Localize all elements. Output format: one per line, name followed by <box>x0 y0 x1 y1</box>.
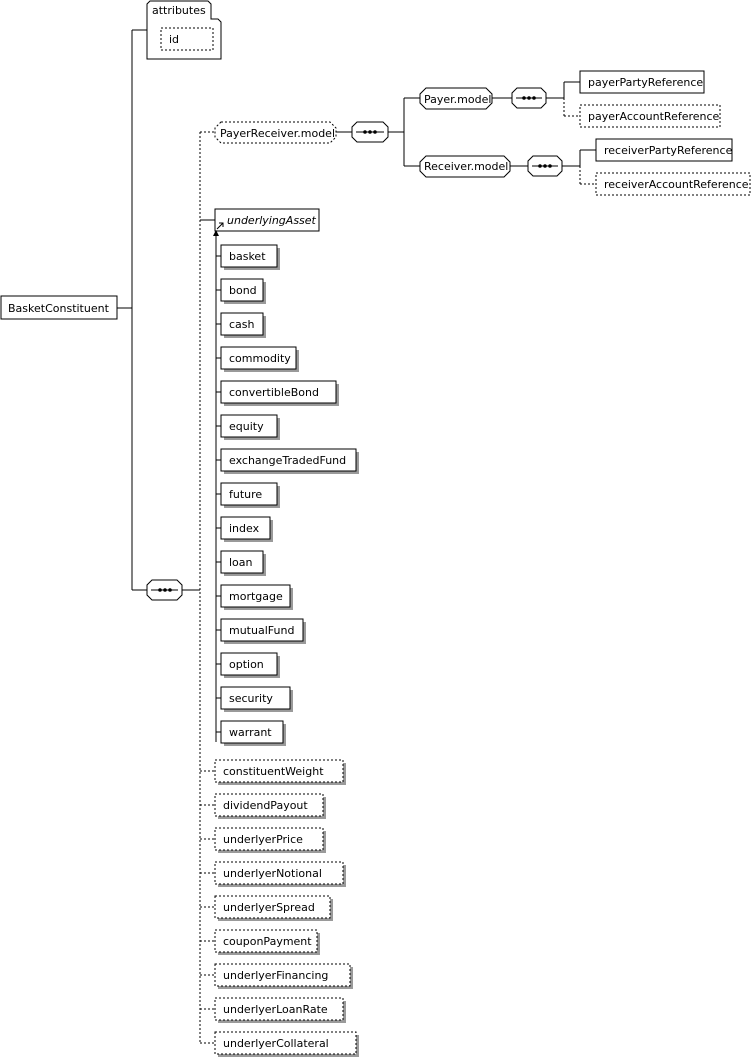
receiver-model-group[interactable]: Receiver.model <box>419 155 511 178</box>
connectors <box>117 29 596 1042</box>
receiver-party-reference-element[interactable]: receiverPartyReference <box>595 138 733 162</box>
payer-account-reference-element[interactable]: payerAccountReference <box>579 104 721 128</box>
element-label: underlyerFinancing <box>223 969 328 982</box>
substitution-arrow-icon <box>213 230 219 236</box>
element-label: dividendPayout <box>223 799 308 812</box>
element-security[interactable]: security <box>220 686 293 712</box>
element-label: underlyerNotional <box>223 867 322 880</box>
payer-model-label: Payer.model <box>424 93 491 106</box>
element-convertibleBond[interactable]: convertibleBond <box>220 380 339 406</box>
receiver-account-reference-element[interactable]: receiverAccountReference <box>595 172 751 196</box>
attributes-label: attributes <box>152 4 206 17</box>
underlying-asset-element[interactable]: underlyingAsset <box>214 208 320 232</box>
element-label: security <box>229 692 273 705</box>
element-label: loan <box>229 556 253 569</box>
element-future[interactable]: future <box>220 482 280 508</box>
element-label: underlyerCollateral <box>223 1037 329 1050</box>
underlying-asset-label: underlyingAsset <box>227 214 317 227</box>
attribute-id: id <box>169 33 179 46</box>
payer-receiver-sequence <box>351 121 389 143</box>
payer-account-reference-label: payerAccountReference <box>588 110 720 123</box>
payer-model-group[interactable]: Payer.model <box>419 87 493 110</box>
optional-connectors <box>200 770 215 1044</box>
payer-receiver-model-label: PayerReceiver.model <box>220 127 335 140</box>
receiver-party-reference-label: receiverPartyReference <box>604 144 733 157</box>
element-label: underlyerPrice <box>223 833 303 846</box>
element-underlyerSpread[interactable]: underlyerSpread <box>214 895 333 921</box>
receiver-account-reference-label: receiverAccountReference <box>604 178 749 191</box>
element-underlyerFinancing[interactable]: underlyerFinancing <box>214 963 353 989</box>
element-underlyerPrice[interactable]: underlyerPrice <box>214 827 326 853</box>
element-label: basket <box>229 250 266 263</box>
payer-sequence <box>511 87 547 109</box>
element-label: bond <box>229 284 257 297</box>
element-dividendPayout[interactable]: dividendPayout <box>214 793 326 819</box>
element-underlyerNotional[interactable]: underlyerNotional <box>214 861 346 887</box>
element-label: mortgage <box>229 590 283 603</box>
element-label: index <box>229 522 260 535</box>
payer-receiver-model-group[interactable]: PayerReceiver.model <box>214 121 337 144</box>
element-basket[interactable]: basket <box>220 244 280 270</box>
receiver-sequence <box>527 155 563 177</box>
substitution-elements: basket bond cash commodity convertibleBond eq… <box>220 244 359 746</box>
element-loan[interactable]: loan <box>220 550 266 576</box>
payer-party-reference-element[interactable]: payerPartyReference <box>579 70 705 94</box>
element-label: mutualFund <box>229 624 294 637</box>
root-element[interactable]: BasketConstituent <box>0 295 118 320</box>
element-option[interactable]: option <box>220 652 280 678</box>
element-label: constituentWeight <box>223 765 324 778</box>
optional-elements: constituentWeight dividendPayout underlyer… <box>214 759 359 1057</box>
element-label: future <box>229 488 262 501</box>
attributes-group: attributes id <box>146 0 222 60</box>
element-label: equity <box>229 420 264 433</box>
element-underlyerLoanRate[interactable]: underlyerLoanRate <box>214 997 346 1023</box>
element-cash[interactable]: cash <box>220 312 266 338</box>
element-mortgage[interactable]: mortgage <box>220 584 293 610</box>
element-equity[interactable]: equity <box>220 414 280 440</box>
element-mutualFund[interactable]: mutualFund <box>220 618 306 644</box>
element-couponPayment[interactable]: couponPayment <box>214 929 320 955</box>
element-underlyerCollateral[interactable]: underlyerCollateral <box>214 1031 359 1057</box>
receiver-model-label: Receiver.model <box>424 160 508 173</box>
element-bond[interactable]: bond <box>220 278 266 304</box>
element-label: commodity <box>229 352 291 365</box>
element-label: underlyerLoanRate <box>223 1003 328 1016</box>
element-label: underlyerSpread <box>223 901 315 914</box>
substitution-connectors <box>216 255 221 733</box>
element-warrant[interactable]: warrant <box>220 720 286 746</box>
payer-party-reference-label: payerPartyReference <box>588 76 703 89</box>
element-commodity[interactable]: commodity <box>220 346 299 372</box>
main-sequence-compositor <box>146 579 183 601</box>
element-label: warrant <box>229 726 272 739</box>
element-label: option <box>229 658 264 671</box>
element-label: cash <box>229 318 255 331</box>
element-label: exchangeTradedFund <box>229 454 346 467</box>
element-constituentWeight[interactable]: constituentWeight <box>214 759 346 785</box>
element-index[interactable]: index <box>220 516 273 542</box>
element-exchangeTradedFund[interactable]: exchangeTradedFund <box>220 448 359 474</box>
element-label: couponPayment <box>223 935 312 948</box>
element-label: convertibleBond <box>229 386 319 399</box>
root-label: BasketConstituent <box>8 302 110 315</box>
